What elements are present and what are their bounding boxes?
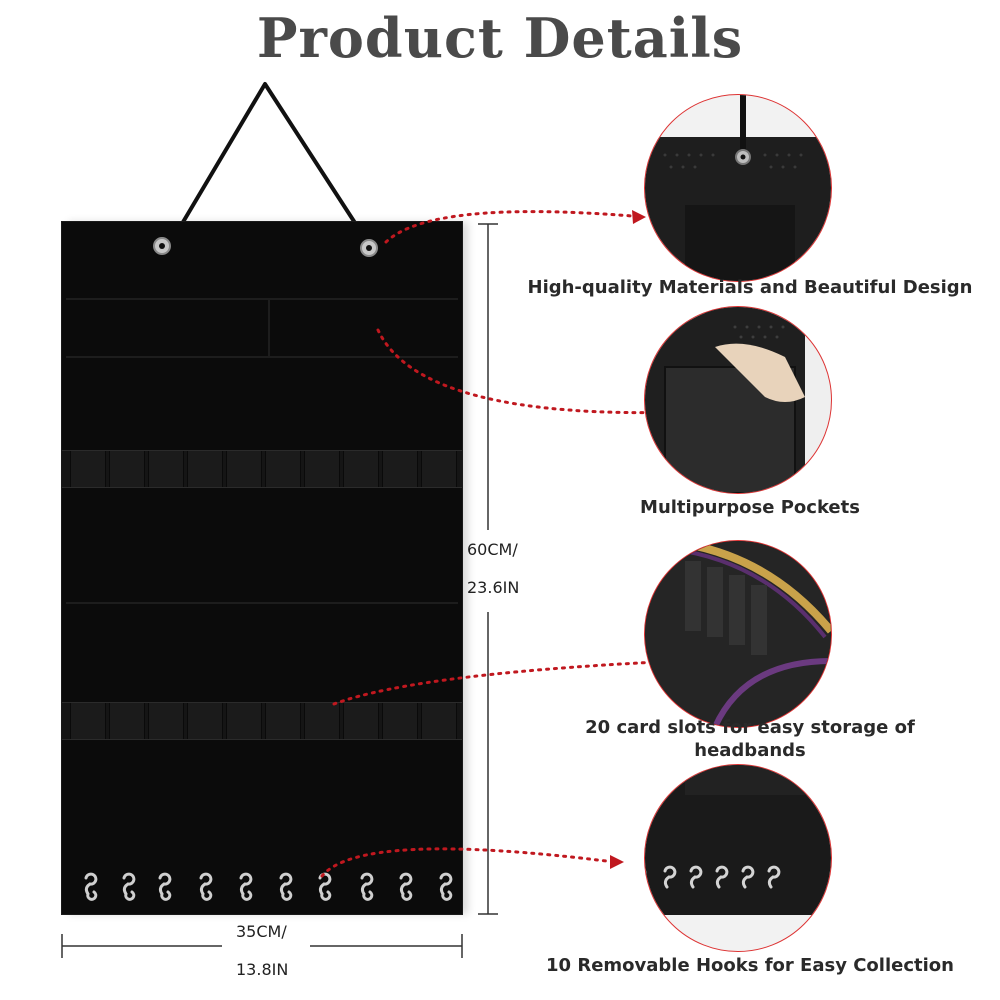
pocket-seam-top xyxy=(66,298,458,300)
pocket-seam-lower xyxy=(66,602,458,604)
hooks-detail-illustration xyxy=(645,765,831,915)
width-label-cm: 35CM/ xyxy=(236,922,287,941)
detail-circle-pockets xyxy=(644,306,832,494)
width-label-in: 13.8IN xyxy=(236,960,289,979)
card-slot-strip-lower xyxy=(62,702,462,740)
caption-hooks: 10 Removable Hooks for Easy Collection xyxy=(546,955,954,976)
left-grommet xyxy=(153,237,171,255)
page-title: Product Details xyxy=(256,6,744,70)
caption-card-slots-line1: 20 card slots for easy storage of xyxy=(585,717,915,738)
pockets-detail-illustration xyxy=(645,307,805,493)
caption-materials: High-quality Materials and Beautiful Des… xyxy=(527,277,973,298)
card-slots-detail-illustration xyxy=(645,541,831,727)
card-slot-strip-upper xyxy=(62,450,462,488)
detail-circle-hooks xyxy=(644,764,832,952)
height-label-in: 23.6IN xyxy=(467,578,520,597)
detail-circle-material xyxy=(644,94,832,282)
height-label-cm: 60CM/ xyxy=(467,540,518,559)
product-organizer xyxy=(62,222,462,914)
caption-pockets: Multipurpose Pockets xyxy=(640,497,860,518)
right-grommet xyxy=(360,239,378,257)
material-detail-illustration xyxy=(645,95,831,281)
caption-card-slots-line2: headbands xyxy=(694,740,806,761)
pocket-divider xyxy=(268,300,270,356)
detail-circle-card-slots xyxy=(644,540,832,728)
pocket-seam-middle xyxy=(66,356,458,358)
